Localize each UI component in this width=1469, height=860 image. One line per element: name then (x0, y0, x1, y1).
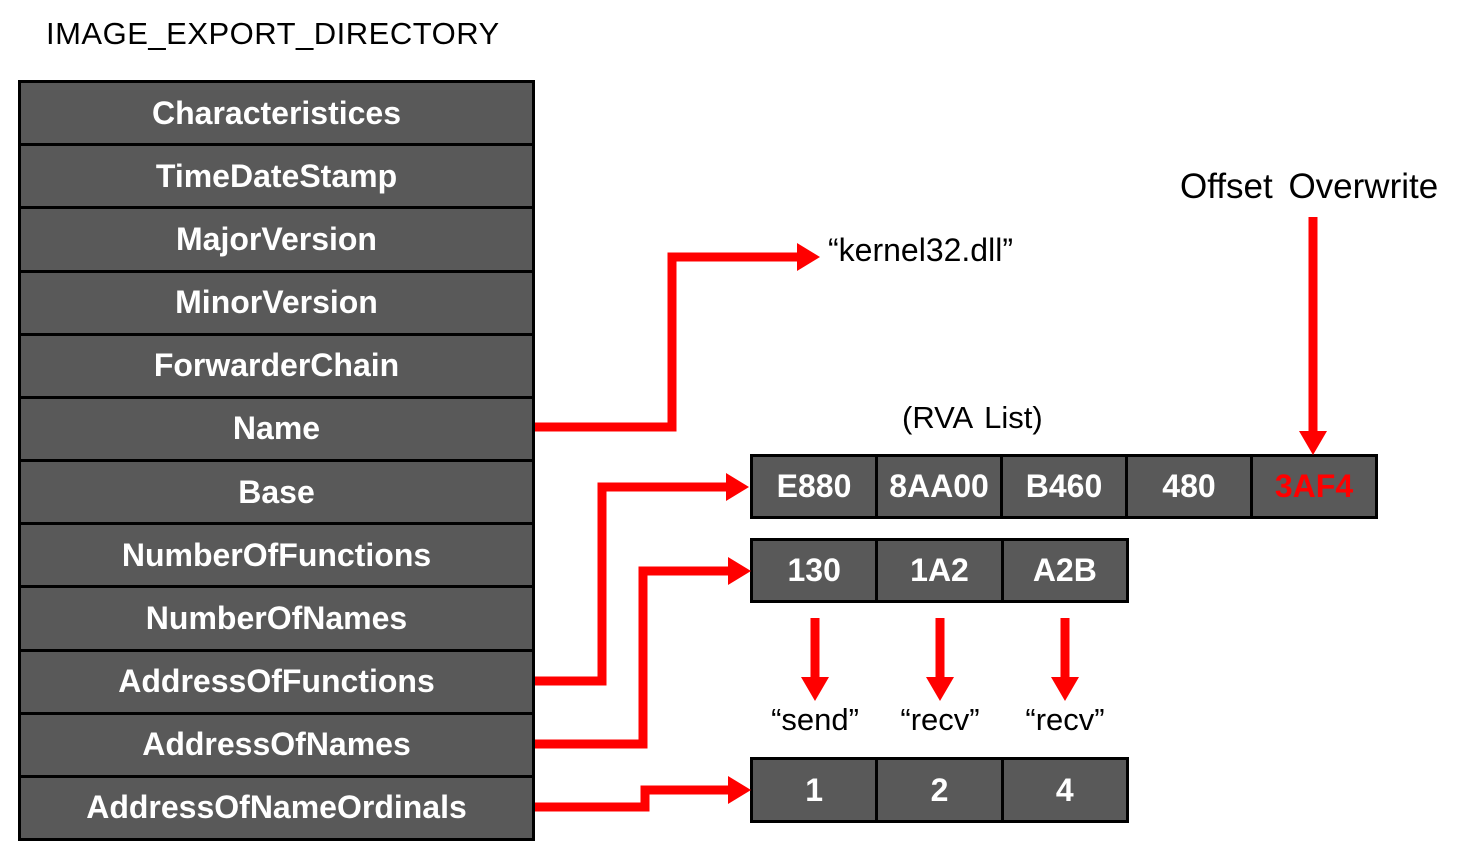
rva-list-row: E880 8AA00 B460 480 3AF4 (750, 454, 1378, 519)
arrow-namerva1-to-send (801, 618, 829, 701)
struct-field-label: AddressOfNames (142, 726, 411, 763)
rva-value: E880 (753, 457, 875, 516)
rva-value-highlighted: 3AF4 (1253, 457, 1375, 516)
ordinal-value: 1 (753, 760, 876, 820)
arrowhead-icon (926, 677, 954, 701)
name-rva-value: 130 (753, 541, 876, 600)
name-rva-value: 1A2 (878, 541, 1001, 600)
struct-field-label: NumberOfFunctions (121, 536, 432, 573)
arrowhead-icon (801, 677, 829, 701)
arrow-addressoffunctions-to-rvalist (535, 473, 749, 686)
arrow-addressofnameordinals-to-ordinals (535, 776, 751, 812)
arrow-namerva2-to-recv (926, 618, 954, 701)
arrowhead-icon (728, 557, 751, 585)
arrow-namerva3-to-recv (1051, 618, 1079, 701)
ordinal-value: 4 (1003, 760, 1126, 820)
struct-row-characteristics: Characteristices (21, 83, 532, 144)
arrow-name-to-dllname (535, 243, 820, 432)
struct-field-label: TimeDateStamp (155, 157, 398, 194)
offset-overwrite-label: Offset Overwrite (1180, 167, 1439, 206)
rva-value: B460 (1003, 457, 1125, 516)
arrowhead-icon (1051, 677, 1079, 701)
struct-field-label: Characteristices (151, 94, 402, 131)
rva-value: 8AA00 (878, 457, 1000, 516)
struct-field-label: MinorVersion (175, 284, 378, 321)
struct-row-majorversion: MajorVersion (21, 209, 532, 270)
struct-row-numberofnames: NumberOfNames (21, 588, 532, 649)
struct-row-minorversion: MinorVersion (21, 272, 532, 333)
struct-field-label: NumberOfNames (145, 599, 408, 636)
arrowhead-icon (797, 243, 820, 271)
arrowhead-icon (1299, 431, 1327, 455)
arrow-offset-overwrite-down (1299, 217, 1327, 455)
struct-row-timedatestamp: TimeDateStamp (21, 146, 532, 207)
function-name-label: “recv” (1025, 702, 1105, 737)
arrow-addressofnames-to-namervas (535, 557, 751, 749)
ordinal-value: 2 (878, 760, 1001, 820)
struct-field-label: Base (238, 473, 315, 510)
arrowhead-icon (728, 776, 751, 804)
rva-value: 480 (1128, 457, 1250, 516)
struct-row-forwarderchain: ForwarderChain (21, 335, 532, 396)
struct-row-name: Name (21, 398, 532, 460)
struct-row-addressoffunctions: AddressOfFunctions (21, 651, 532, 712)
name-rva-value: A2B (1003, 541, 1126, 600)
struct-field-label: MajorVersion (176, 220, 377, 257)
struct-row-numberoffunctions: NumberOfFunctions (21, 525, 532, 586)
function-name-label: “recv” (900, 702, 980, 737)
function-name-label: “send” (771, 702, 859, 737)
export-directory-table: Characteristices TimeDateStamp MajorVers… (18, 80, 535, 841)
struct-row-addressofnameordinals: AddressOfNameOrdinals (21, 777, 532, 839)
page-title: IMAGE_EXPORT_DIRECTORY (46, 16, 500, 51)
ordinal-row: 1 2 4 (750, 757, 1129, 823)
struct-field-label: AddressOfFunctions (118, 663, 435, 700)
struct-field-label: Name (232, 410, 321, 447)
name-rva-row: 130 1A2 A2B (750, 538, 1129, 603)
struct-field-label: AddressOfNameOrdinals (86, 789, 467, 826)
arrowhead-icon (726, 473, 749, 501)
struct-row-base: Base (21, 462, 532, 523)
dll-name-label: “kernel32.dll” (828, 232, 1013, 268)
struct-row-addressofnames: AddressOfNames (21, 714, 532, 775)
rva-list-label: (RVA List) (902, 400, 1043, 435)
struct-field-label: ForwarderChain (153, 347, 400, 384)
